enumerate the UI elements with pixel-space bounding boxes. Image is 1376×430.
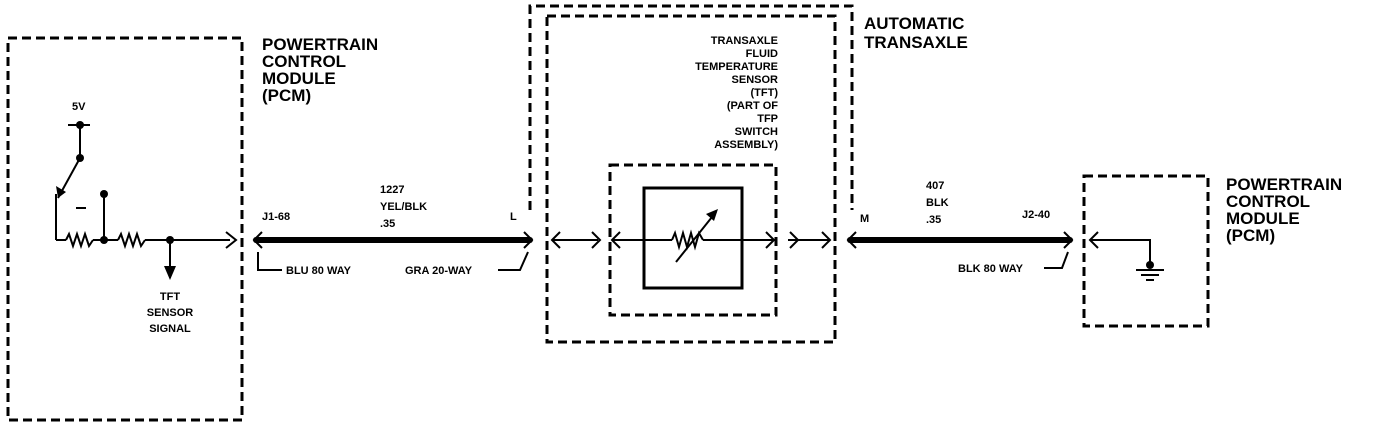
svg-text:TEMPERATURE: TEMPERATURE	[695, 61, 778, 73]
pullup-resistor	[65, 230, 94, 250]
circuit-407-line1: 407	[926, 180, 944, 192]
pcm-left-connector-arrow	[225, 231, 238, 249]
svg-text:POWERTRAIN: POWERTRAIN	[1226, 175, 1342, 194]
svg-text:POWERTRAIN: POWERTRAIN	[262, 35, 378, 54]
svg-text:TRANSAXLE: TRANSAXLE	[864, 33, 968, 52]
svg-text:SIGNAL: SIGNAL	[149, 323, 191, 335]
tfp-switch-assembly-box	[608, 163, 778, 317]
thermistor	[550, 209, 832, 263]
svg-text:AUTOMATIC: AUTOMATIC	[864, 14, 964, 33]
pcm-left-circuit: 5V TFT SENSOR SIGNAL	[55, 101, 238, 335]
pcm-right-box	[1082, 174, 1210, 328]
circuit-407-line2: BLK	[926, 197, 949, 209]
pcm-right-ground	[1088, 231, 1164, 281]
svg-text:CONTROL: CONTROL	[262, 52, 346, 71]
svg-text:(PCM): (PCM)	[262, 86, 311, 105]
voltage-label: 5V	[72, 101, 86, 113]
harness-left: J1-68 L 1227 YEL/BLK .35 BLU 80 WAY GRA …	[252, 184, 534, 277]
pcm-right-title: POWERTRAIN CONTROL MODULE (PCM)	[1226, 175, 1342, 245]
pcm-left-title: POWERTRAIN CONTROL MODULE (PCM)	[262, 35, 378, 105]
svg-text:FLUID: FLUID	[746, 48, 778, 60]
tft-sensor-body	[642, 186, 744, 290]
svg-text:MODULE: MODULE	[1226, 209, 1300, 228]
pin-j2-40: J2-40	[1022, 209, 1050, 221]
circuit-1227-line2: YEL/BLK	[380, 201, 427, 213]
signal-arrow	[164, 266, 176, 280]
tft-signal-label: TFT SENSOR SIGNAL	[147, 291, 194, 335]
circuit-407-line3: .35	[926, 214, 941, 226]
tft-sensor-label: TRANSAXLE FLUID TEMPERATURE SENSOR (TFT)…	[695, 35, 778, 151]
transaxle-outer-box	[528, 4, 854, 210]
pin-j1-68: J1-68	[262, 211, 290, 223]
svg-text:SENSOR: SENSOR	[147, 307, 194, 319]
circuit-1227-line3: .35	[380, 218, 395, 230]
connector-blk-80: BLK 80 WAY	[958, 263, 1024, 275]
pin-m: M	[860, 213, 869, 225]
series-resistor	[117, 230, 146, 250]
svg-text:CONTROL: CONTROL	[1226, 192, 1310, 211]
svg-text:SENSOR: SENSOR	[732, 74, 779, 86]
circuit-1227-line1: 1227	[380, 184, 404, 196]
svg-text:(TFT): (TFT)	[751, 87, 779, 99]
svg-text:ASSEMBLY): ASSEMBLY)	[714, 139, 778, 151]
pcm-left-box	[6, 36, 244, 422]
transaxle-title: AUTOMATIC TRANSAXLE	[864, 14, 968, 52]
connector-blu-80: BLU 80 WAY	[286, 265, 352, 277]
svg-text:(PCM): (PCM)	[1226, 226, 1275, 245]
connector-gra-20: GRA 20-WAY	[405, 265, 473, 277]
svg-text:TFT: TFT	[160, 291, 180, 303]
svg-text:TRANSAXLE: TRANSAXLE	[711, 35, 778, 47]
pin-l: L	[510, 211, 517, 223]
svg-text:MODULE: MODULE	[262, 69, 336, 88]
transaxle-inner-box	[545, 14, 837, 344]
harness-right: M J2-40 407 BLK .35 BLK 80 WAY	[846, 180, 1074, 275]
svg-text:(PART OF: (PART OF	[727, 100, 778, 112]
svg-text:SWITCH: SWITCH	[735, 126, 778, 138]
svg-text:TFP: TFP	[757, 113, 778, 125]
